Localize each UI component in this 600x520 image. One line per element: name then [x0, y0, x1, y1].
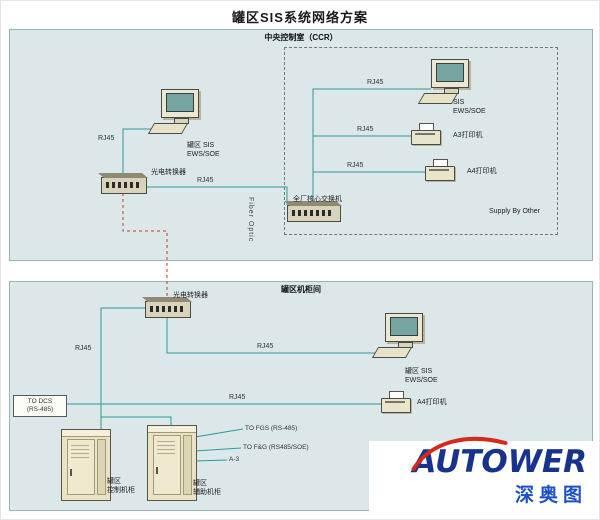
- a4-printer-ccr-label: A4打印机: [467, 168, 497, 175]
- core-switch-icon: [287, 205, 341, 222]
- tank-workstation-label: 罐区 SIS EWS/SOE: [405, 368, 438, 385]
- keyboard-icon: [371, 347, 413, 358]
- cabinet-handle: [156, 466, 158, 474]
- ccr-media-converter-label: 光电转换器: [151, 169, 186, 176]
- printer-slot: [415, 133, 435, 135]
- monitor-screen: [436, 63, 464, 82]
- monitor-icon: [431, 59, 469, 88]
- control-cabinet-icon: [61, 429, 111, 501]
- rj45-label-sis-ws: RJ45: [367, 79, 384, 86]
- monitor-screen: [390, 317, 418, 336]
- cabinet-top: [62, 430, 110, 437]
- sheet-ref-label: A-3: [229, 456, 240, 463]
- rj45-label-ccr-ws: RJ45: [98, 135, 115, 142]
- a4-printer-field-label: A4打印机: [417, 399, 447, 406]
- logo-brand-text: AUTOWER: [412, 444, 587, 480]
- ccr-panel: 中央控制室（CCR）: [9, 29, 593, 261]
- switch-ports: [292, 210, 334, 216]
- a3-printer-icon: [411, 123, 441, 147]
- logo-chinese-text: 深奥图: [514, 485, 587, 506]
- sis-workstation-label: SIS EWS/SOE: [453, 99, 486, 116]
- diagram-title: 罐区SIS系统网络方案: [232, 10, 368, 25]
- cabinet-side-panel: [183, 435, 192, 495]
- logo-swoosh-icon: [411, 436, 508, 471]
- ccr-media-converter-icon: [101, 177, 147, 194]
- control-cabinet-label: 罐区 控制机柜: [107, 478, 135, 495]
- rj45-label-tank-ws: RJ45: [257, 343, 274, 350]
- fgs-link-label: TO FGS (RS-485): [245, 425, 298, 432]
- dcs-io-box: TO DCS (RS-485): [13, 395, 67, 417]
- cabinet-room-panel-title: 罐区机柜间: [281, 285, 321, 294]
- cabinet-handle: [70, 468, 72, 476]
- aux-cabinet-label: 罐区 辅助机柜: [193, 480, 221, 497]
- field-media-converter-icon: [145, 301, 191, 318]
- rj45-label-a4: RJ45: [347, 162, 364, 169]
- swoosh-path: [411, 436, 508, 471]
- ccr-panel-title: 中央控制室（CCR）: [264, 33, 338, 42]
- converter-ports: [106, 182, 140, 188]
- core-switch-label: 全厂核心交换机: [293, 196, 342, 203]
- sis-workstation-icon: [417, 59, 475, 105]
- printer-slot: [429, 169, 449, 171]
- monitor-screen: [166, 93, 194, 112]
- supply-by-other-area: [284, 47, 558, 235]
- supply-by-other-note: Supply By Other: [489, 208, 540, 215]
- cabinet-vents: [157, 441, 175, 455]
- aux-cabinet-icon: [147, 425, 197, 501]
- a4-printer-ccr-icon: [425, 159, 455, 183]
- cabinet-vents: [71, 445, 89, 459]
- autower-logo: AUTOWER 深奥图: [369, 436, 593, 511]
- a3-printer-label: A3打印机: [453, 132, 483, 139]
- rj45-label-field-printer: RJ45: [229, 394, 246, 401]
- ccr-tank-workstation-label: 罐区 SIS EWS/SOE: [187, 142, 220, 159]
- field-media-converter-label: 光电转换器: [173, 292, 208, 299]
- printer-slot: [385, 401, 405, 403]
- keyboard-icon: [147, 123, 189, 134]
- cabinet-side-panel: [97, 439, 106, 495]
- fiber-optic-label: Fiber Optic: [247, 197, 254, 243]
- rj45-label-cabinet: RJ45: [75, 345, 92, 352]
- cabinet-top: [148, 426, 196, 433]
- rj45-label-a3: RJ45: [357, 126, 374, 133]
- tank-workstation-icon: [371, 313, 429, 359]
- converter-ports: [150, 306, 184, 312]
- monitor-icon: [161, 89, 199, 118]
- rj45-label-ccr-switch: RJ45: [197, 177, 214, 184]
- monitor-icon: [385, 313, 423, 342]
- fg-link-label: TO F&G (RS485/SOE): [243, 444, 309, 451]
- a4-printer-field-icon: [381, 391, 411, 415]
- ccr-tank-workstation-icon: [147, 89, 205, 135]
